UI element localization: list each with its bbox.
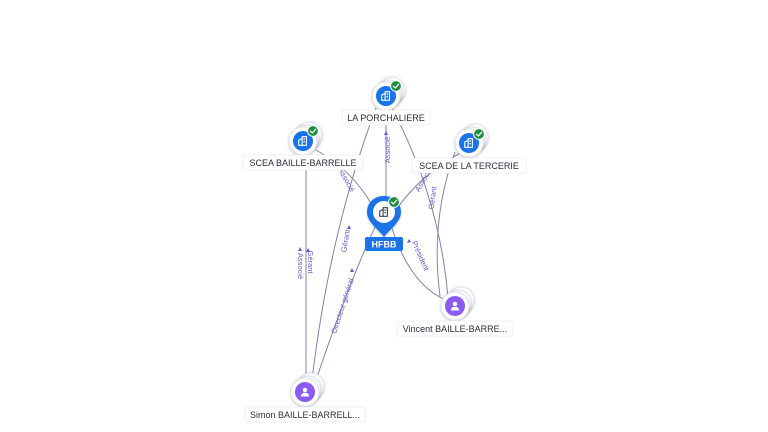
node-hfbb[interactable]: HFBB [365,196,403,251]
node-simon[interactable]: Simon BAILLE-BARRELL... [244,372,366,423]
edge-scea-hfbb[interactable] [315,149,373,206]
verified-check-icon [307,125,319,137]
arrow-la-porchaliere-hfbb [384,131,388,135]
person-label: Vincent BAILLE-BARRE... [403,324,507,334]
edge-label-vincent-tercerie: Gérant [426,185,438,210]
node-la-porchaliere[interactable]: LA PORCHALIERE [341,76,431,126]
edge-simon-la-porchaliere[interactable] [311,107,377,381]
edge-vincent-la-porchaliere[interactable] [391,107,449,299]
edge-label-simon-scea-gerant: Gérant [306,251,315,275]
node-scea-de-la-tercerie[interactable]: SCEA DE LA TERCERIE [411,123,527,174]
verified-check-icon [473,128,485,140]
company-label: LA PORCHALIERE [347,113,425,123]
center-label: HFBB [372,240,397,250]
verified-check-icon [390,80,402,92]
edge-label-vincent-hfbb: Président [410,239,431,272]
node-vincent[interactable]: Vincent BAILLE-BARRE... [396,286,514,337]
company-label: SCEA BAILLE-BARRELLE [249,158,356,168]
company-label: SCEA DE LA TERCERIE [419,161,519,171]
center-badge [373,201,395,223]
edge-label-la-porchaliere-hfbb: Associé [383,137,392,163]
edge-label-simon-scea-associe: Associé [296,253,305,279]
edge-label-simon-la-porchaliere: Gérant [339,228,352,253]
company-badge [293,131,313,151]
arrow-simon-hfbb [350,268,354,272]
arrow-simon-scea-gerant [306,248,310,252]
arrow-vincent-hfbb [407,239,411,243]
edge-label-simon-hfbb: Directeur général [329,277,355,335]
company-badge [376,86,396,106]
company-badge [459,133,479,153]
arrow-simon-scea-associe [298,247,302,251]
edge-vincent-tercerie[interactable] [436,151,456,297]
verified-check-icon [388,196,400,208]
node-scea-baille-barrelle[interactable]: SCEA BAILLE-BARRELLE [242,121,364,171]
person-label: Simon BAILLE-BARRELL... [250,410,360,420]
arrow-simon-la-porchaliere [347,225,351,229]
